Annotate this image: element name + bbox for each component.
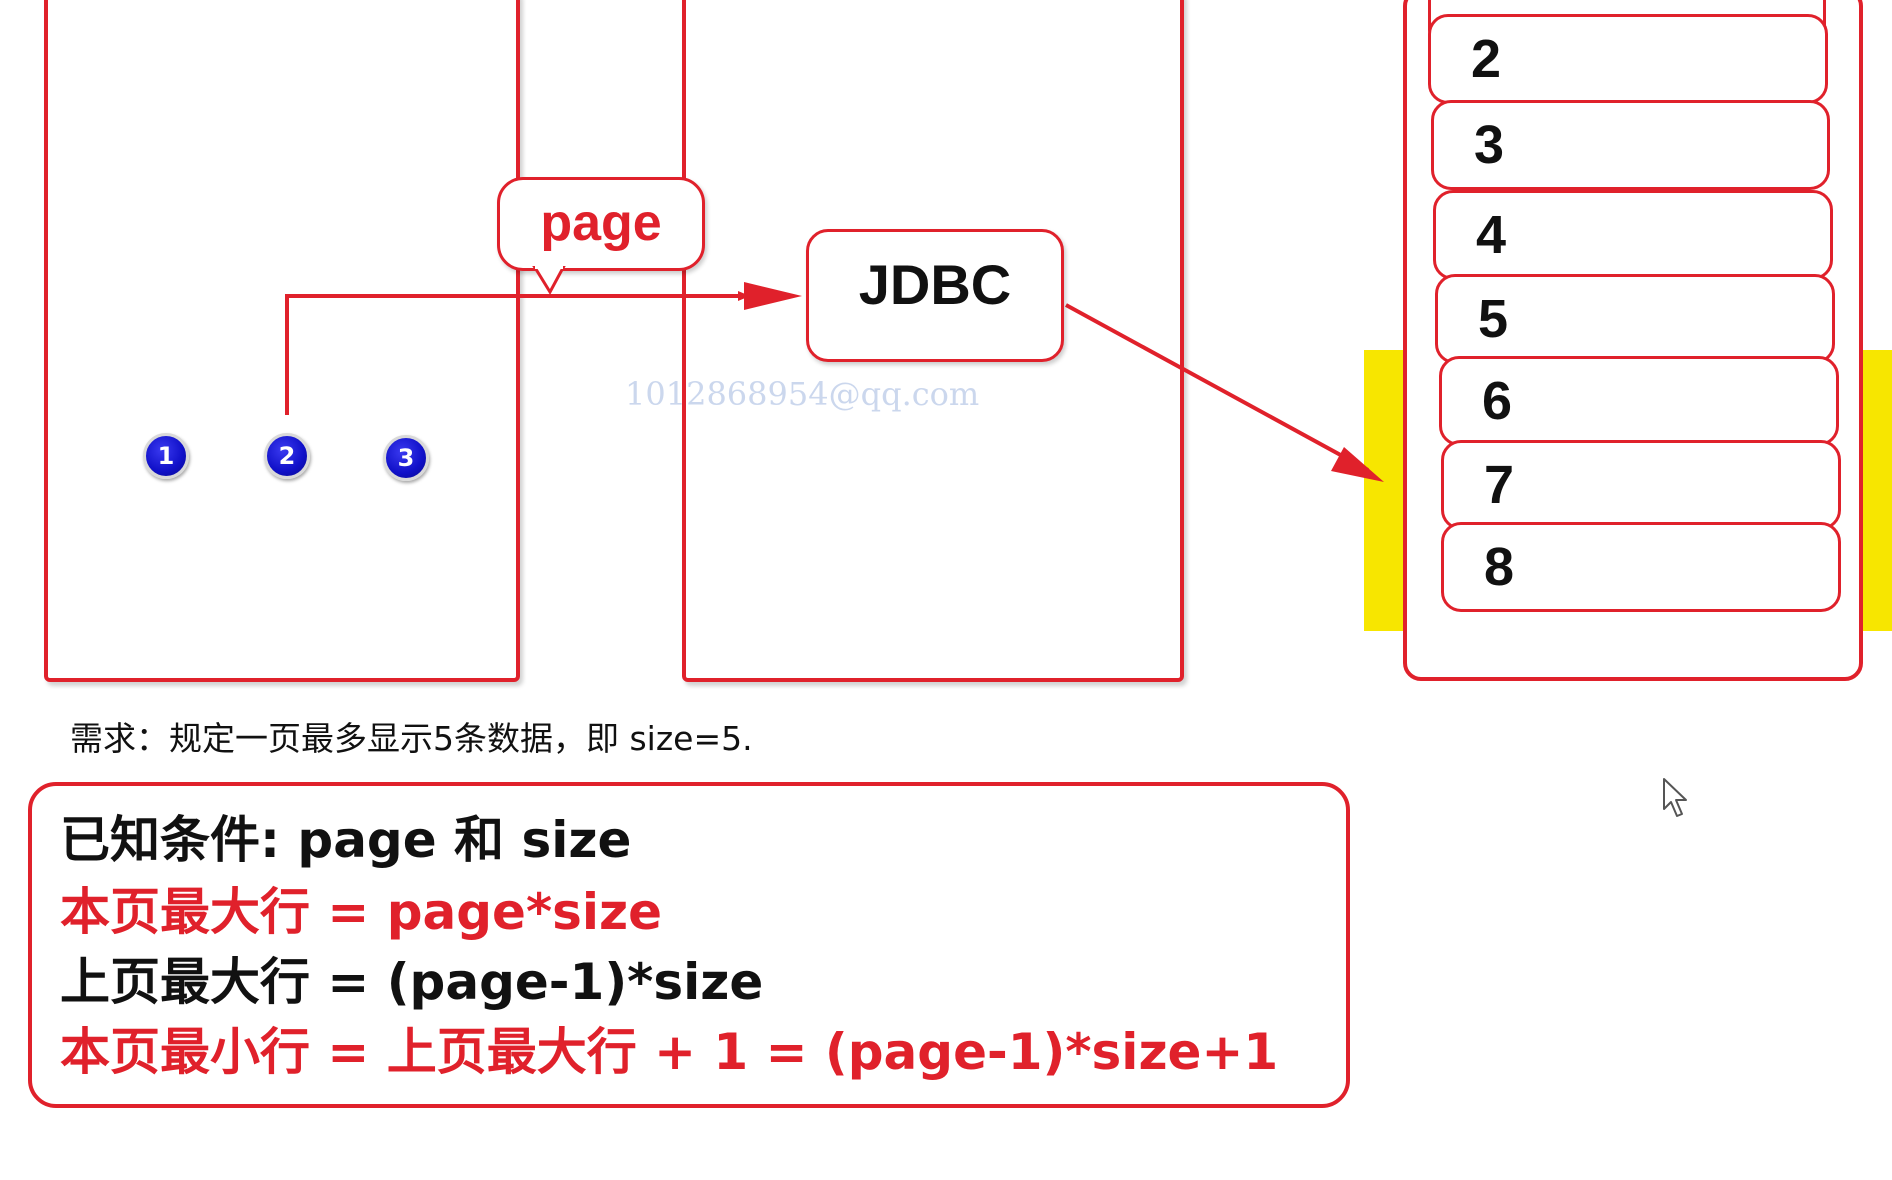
page-button-1[interactable]: 1	[143, 433, 189, 479]
page-request-arrowhead	[744, 282, 802, 310]
table-row: 5	[1435, 274, 1835, 364]
table-row: 2	[1428, 14, 1828, 104]
mouse-cursor-icon	[1663, 778, 1687, 817]
formula-box	[28, 782, 1350, 1108]
table-row: 7	[1441, 440, 1841, 530]
page-parameter-callout: page	[497, 177, 705, 271]
page-button-2[interactable]: 2	[264, 433, 310, 479]
formula-previous-max-row: 上页最大行 = (page-1)*size	[60, 953, 764, 1011]
formula-current-max-row: 本页最大行 = page*size	[60, 883, 663, 941]
jdbc-query-arrow	[1065, 303, 1369, 472]
watermark: 1012868954@qq.com	[625, 375, 980, 413]
formula-known-conditions: 已知条件: page 和 size	[60, 811, 632, 869]
table-row: 4	[1433, 190, 1833, 280]
table-row: 3	[1431, 100, 1830, 190]
table-row: 6	[1439, 356, 1839, 446]
formula-current-min-row: 本页最小行 = 上页最大行 + 1 = (page-1)*size+1	[60, 1023, 1279, 1081]
callout-tail	[532, 266, 566, 296]
requirement-text: 需求：规定一页最多显示5条数据，即 size=5.	[70, 719, 753, 758]
callout-label: page	[540, 194, 662, 252]
table-row: 8	[1441, 522, 1841, 612]
page-request-arrow	[285, 291, 750, 415]
jdbc-query-arrowhead	[1331, 447, 1384, 482]
jdbc-label: JDBC	[858, 253, 1012, 316]
jdbc-box: JDBC	[806, 229, 1064, 362]
browser-panel	[44, 0, 520, 682]
page-button-3[interactable]: 3	[383, 435, 429, 481]
